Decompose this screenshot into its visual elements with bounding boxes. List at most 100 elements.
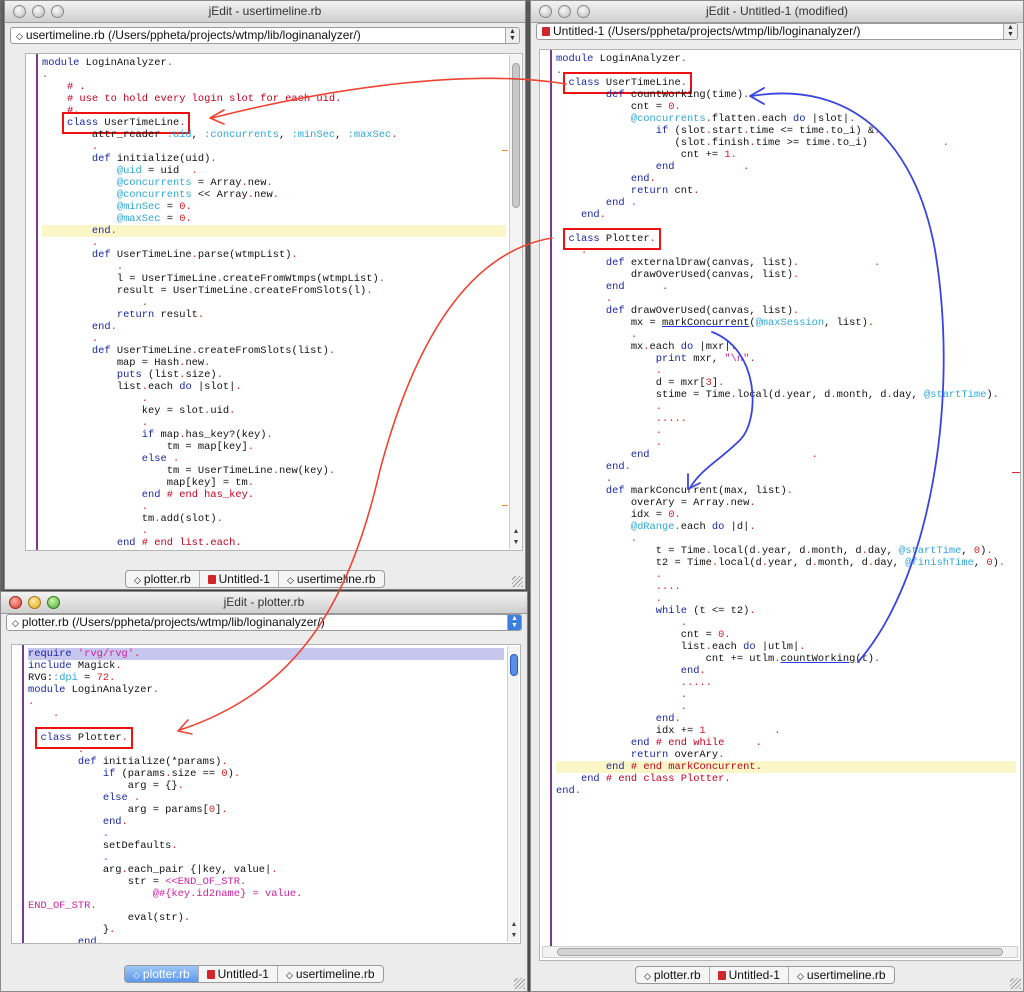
scroll-up-arrow-icon[interactable]: ▲ bbox=[510, 921, 518, 928]
code-line[interactable]: str = <<END_OF_STR. bbox=[28, 876, 247, 888]
code-line[interactable]: end # end has_key. bbox=[141, 489, 255, 501]
code-line[interactable]: . bbox=[91, 141, 99, 153]
code-line[interactable]: end . bbox=[605, 197, 638, 209]
code-line[interactable]: . bbox=[52, 708, 60, 720]
code-line[interactable]: require 'rvg/rvg'. bbox=[28, 648, 504, 660]
code-line[interactable]: end . bbox=[605, 281, 669, 293]
code-line[interactable]: . bbox=[655, 569, 663, 581]
close-button[interactable] bbox=[539, 5, 552, 18]
code-line[interactable]: . bbox=[630, 329, 638, 341]
code-line[interactable]: end . bbox=[655, 161, 750, 173]
code-line[interactable]: stime = Time.local(d.year, d.month, d.da… bbox=[556, 389, 999, 401]
scroll-down-arrow-icon[interactable]: ▼ bbox=[512, 539, 520, 546]
vertical-scrollbar[interactable]: ▲ ▼ bbox=[509, 55, 521, 549]
resize-grip-icon[interactable] bbox=[514, 978, 525, 989]
code-line[interactable]: . bbox=[680, 701, 687, 713]
text-area[interactable]: require 'rvg/rvg'.include Magick.RVG::dp… bbox=[11, 644, 521, 944]
updown-arrows-icon[interactable]: ▲▼ bbox=[1003, 24, 1017, 39]
code-line[interactable]: list.each do |slot|. bbox=[42, 381, 242, 393]
code-line[interactable]: map[key] = tm. bbox=[42, 477, 255, 489]
code-line[interactable]: puts (list.size). bbox=[116, 369, 223, 381]
code-line[interactable]: idx = 0. bbox=[556, 509, 681, 521]
code-line[interactable]: t = Time.local(d.year, d.month, d.day, @… bbox=[556, 545, 993, 557]
tab-plotter[interactable]: ◇plotter.rb bbox=[126, 571, 200, 587]
updown-arrows-icon[interactable]: ▲▼ bbox=[505, 28, 519, 43]
code-line[interactable]: . bbox=[580, 245, 588, 257]
code-line[interactable]: . bbox=[655, 365, 663, 377]
code-line[interactable]: . bbox=[141, 297, 149, 309]
code-line[interactable]: end . bbox=[630, 449, 818, 461]
code-line[interactable]: end # end while . bbox=[630, 737, 762, 749]
code-line[interactable]: t2 = Time.local(d.year, d.month, d.day, … bbox=[556, 557, 1006, 569]
titlebar[interactable]: jEdit - usertimeline.rb bbox=[5, 1, 525, 23]
code-line[interactable]: end. bbox=[77, 936, 103, 944]
code-line[interactable]: def countWorking(time). bbox=[605, 89, 750, 101]
code-line[interactable]: map = Hash.new. bbox=[42, 357, 211, 369]
code-line[interactable]: end. bbox=[556, 785, 581, 797]
scroll-down-arrow-icon[interactable]: ▼ bbox=[510, 932, 518, 939]
code-line[interactable]: . bbox=[77, 744, 85, 756]
code-line[interactable]: ..... bbox=[655, 413, 688, 425]
code-line[interactable]: end. bbox=[102, 816, 128, 828]
tab-usertimeline[interactable]: ◇usertimeline.rb bbox=[789, 967, 894, 983]
code-line[interactable]: class UserTimeLine. bbox=[556, 72, 1016, 94]
code-line[interactable]: mx.each do |mxr|. bbox=[556, 341, 737, 353]
code-line[interactable]: end. bbox=[605, 461, 631, 473]
code-view[interactable]: require 'rvg/rvg'.include Magick.RVG::dp… bbox=[28, 648, 504, 944]
code-line[interactable]: .... bbox=[655, 581, 681, 593]
code-line[interactable]: module LoginAnalyzer. bbox=[28, 684, 159, 696]
code-line[interactable]: if (params.size == 0). bbox=[102, 768, 241, 780]
code-line[interactable]: mx = markConcurrent(@maxSession, list). bbox=[556, 317, 875, 329]
code-line[interactable]: def initialize(uid). bbox=[91, 153, 217, 165]
code-line[interactable]: end # end markConcurrent. bbox=[556, 761, 1016, 773]
code-line[interactable]: . bbox=[680, 617, 687, 629]
code-line[interactable]: eval(str). bbox=[28, 912, 191, 924]
code-line[interactable]: end # end list.each. bbox=[116, 537, 242, 549]
code-line[interactable]: else . bbox=[141, 453, 180, 465]
tab-plotter[interactable]: ◇plotter.rb bbox=[125, 966, 199, 982]
resize-grip-icon[interactable] bbox=[512, 576, 523, 587]
resize-grip-icon[interactable] bbox=[1010, 978, 1021, 989]
code-line[interactable]: end # end class Plotter. bbox=[580, 773, 731, 785]
code-line[interactable]: . bbox=[28, 696, 35, 708]
code-line[interactable]: def UserTimeLine.parse(wtmpList). bbox=[91, 249, 298, 261]
code-line[interactable]: end. bbox=[42, 225, 506, 237]
code-line[interactable]: # use to hold every login slot for each … bbox=[66, 93, 342, 105]
code-line[interactable]: . bbox=[655, 425, 663, 437]
code-line[interactable]: #. bbox=[66, 105, 80, 117]
code-line[interactable]: include Magick. bbox=[28, 660, 122, 672]
code-line[interactable]: drawOverUsed(canvas, list). bbox=[556, 269, 800, 281]
horizontal-scrollbar[interactable] bbox=[542, 946, 1018, 958]
close-button[interactable] bbox=[9, 596, 22, 609]
close-button[interactable] bbox=[13, 5, 26, 18]
code-line[interactable]: end. bbox=[91, 321, 117, 333]
code-line[interactable]: . bbox=[630, 533, 638, 545]
scroll-thumb[interactable] bbox=[510, 654, 518, 676]
scroll-thumb[interactable] bbox=[557, 948, 1003, 956]
code-line[interactable]: def drawOverUsed(canvas, list). bbox=[605, 305, 800, 317]
code-line[interactable]: . bbox=[141, 525, 149, 537]
code-line[interactable]: . bbox=[605, 473, 613, 485]
code-line[interactable]: . bbox=[91, 237, 99, 249]
code-line[interactable]: cnt = 0. bbox=[556, 101, 681, 113]
minimize-button[interactable] bbox=[28, 596, 41, 609]
scroll-up-arrow-icon[interactable]: ▲ bbox=[512, 528, 520, 535]
code-line[interactable]: cnt = 0. bbox=[556, 629, 731, 641]
code-line[interactable]: . bbox=[655, 437, 663, 449]
code-line[interactable]: . bbox=[141, 417, 149, 429]
code-line[interactable]: . bbox=[605, 293, 613, 305]
code-line[interactable]: return result. bbox=[116, 309, 205, 321]
updown-arrows-icon[interactable]: ▲▼ bbox=[507, 615, 521, 630]
zoom-button[interactable] bbox=[51, 5, 64, 18]
code-line[interactable]: @#{key.id2name} = value. bbox=[152, 888, 303, 900]
code-line[interactable]: . bbox=[42, 69, 49, 81]
code-line[interactable]: end. bbox=[680, 665, 706, 677]
tab-untitled[interactable]: Untitled-1 bbox=[199, 966, 278, 982]
code-line[interactable]: . bbox=[655, 593, 663, 605]
tab-usertimeline[interactable]: ◇usertimeline.rb bbox=[279, 571, 384, 587]
code-view[interactable]: module LoginAnalyzer.. class UserTimeLin… bbox=[556, 53, 1016, 797]
text-area[interactable]: module LoginAnalyzer.. # . # use to hold… bbox=[25, 53, 523, 551]
titlebar[interactable]: jEdit - Untitled-1 (modified) bbox=[531, 1, 1023, 23]
code-line[interactable]: class UserTimeLine. bbox=[42, 112, 506, 134]
code-line[interactable]: }. bbox=[28, 924, 116, 936]
